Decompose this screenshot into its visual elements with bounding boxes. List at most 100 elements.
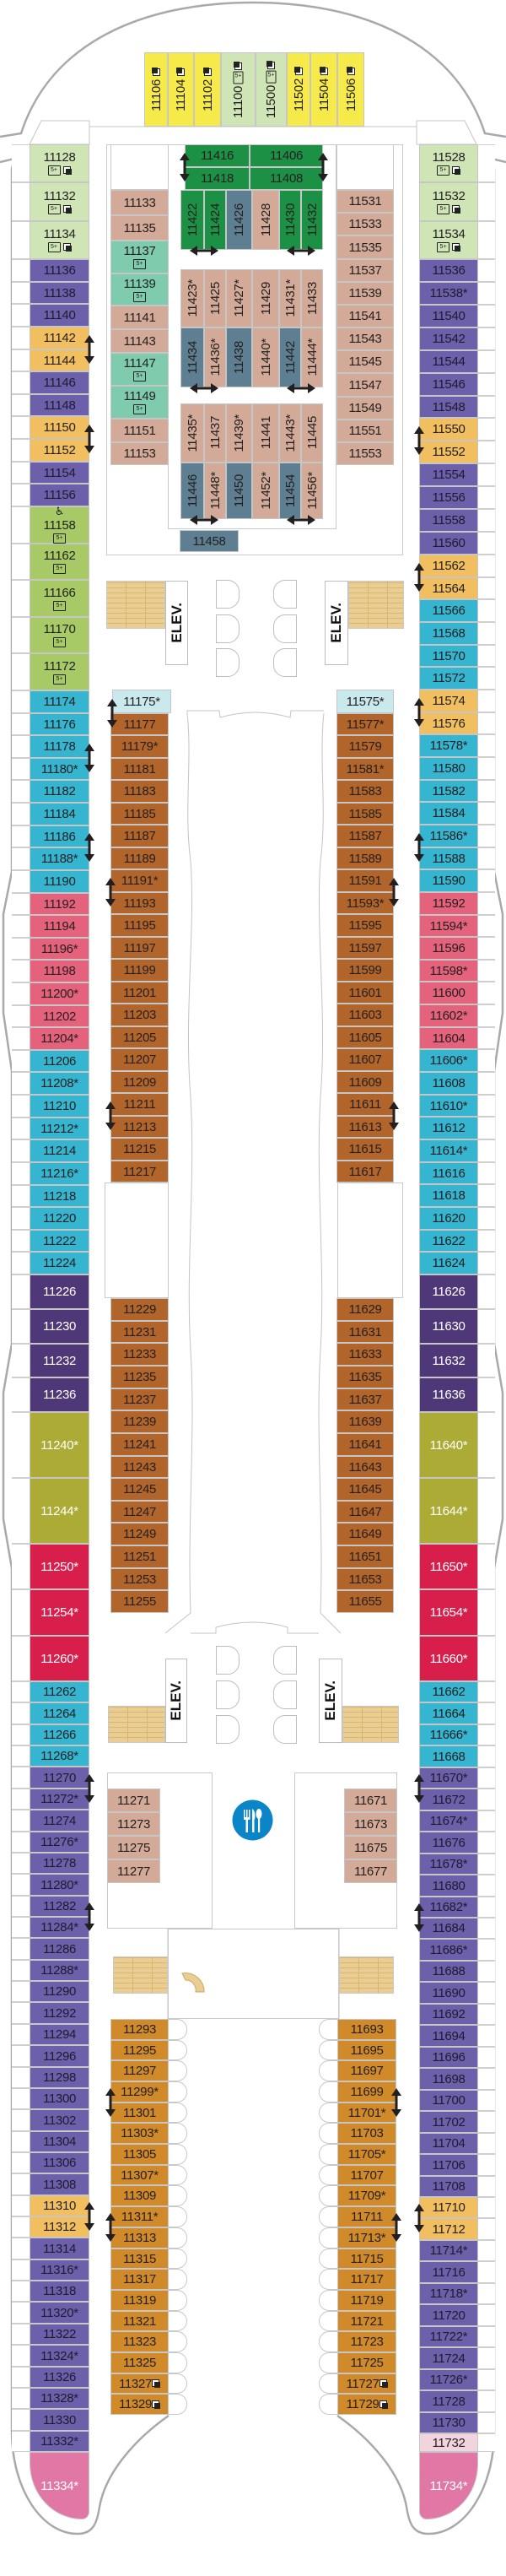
cabin-11614[interactable]: 11614* [419, 1139, 478, 1162]
cabin-11432[interactable]: 11432 [301, 190, 323, 250]
cabin-11250[interactable]: 11250* [30, 1544, 89, 1589]
cabin-11292[interactable]: 11292 [30, 2002, 89, 2024]
cabin-11644[interactable]: 11644* [419, 1478, 478, 1544]
cabin-11192[interactable]: 11192 [30, 893, 89, 915]
cabin-11298[interactable]: 11298 [30, 2067, 89, 2088]
cabin-11686[interactable]: 11686* [419, 1939, 478, 1961]
cabin-11304[interactable]: 11304 [30, 2131, 89, 2152]
cabin-11226[interactable]: 11226 [30, 1274, 89, 1309]
cabin-11670[interactable]: 11670* [419, 1767, 478, 1789]
cabin-11199[interactable]: 11199 [110, 959, 169, 982]
cabin-11611[interactable]: 11611 [336, 1093, 394, 1116]
cabin-11592[interactable]: 11592 [419, 892, 478, 915]
cabin-11528[interactable]: 11528 [419, 144, 478, 182]
cabin-11209[interactable]: 11209 [110, 1071, 169, 1093]
cabin-11660[interactable]: 11660* [419, 1636, 478, 1681]
cabin-11458[interactable]: 11458 [180, 530, 239, 552]
cabin-11605[interactable]: 11605 [336, 1026, 394, 1048]
cabin-11442[interactable]: 11442 [279, 327, 301, 387]
cabin-11598[interactable]: 11598* [419, 960, 478, 982]
cabin-11703[interactable]: 11703 [337, 2123, 396, 2144]
cabin-11448[interactable]: 11448* [204, 463, 226, 519]
cabin-11712[interactable]: 11712 [419, 2218, 478, 2240]
cabin-11196[interactable]: 11196* [30, 938, 89, 960]
cabin-11616[interactable]: 11616 [419, 1162, 478, 1184]
cabin-11701[interactable]: 11701* [337, 2102, 396, 2123]
cabin-11330[interactable]: 11330 [30, 2409, 89, 2431]
cabin-11601[interactable]: 11601 [336, 982, 394, 1004]
cabin-11635[interactable]: 11635 [336, 1366, 394, 1388]
cabin-11143[interactable]: 11143 [110, 329, 169, 353]
cabin-11688[interactable]: 11688 [419, 1961, 478, 1982]
cabin-11564[interactable]: 11564 [419, 577, 478, 599]
cabin-11699[interactable]: 11699 [337, 2081, 396, 2102]
cabin-11290[interactable]: 11290 [30, 1981, 89, 2002]
cabin-11440[interactable]: 11440* [252, 327, 279, 387]
cabin-11147[interactable]: 11147 [110, 353, 169, 386]
cabin-11220[interactable]: 11220 [30, 1207, 89, 1230]
cabin-11245[interactable]: 11245 [110, 1478, 169, 1501]
cabin-11197[interactable]: 11197 [110, 937, 169, 959]
cabin-11655[interactable]: 11655 [336, 1590, 394, 1613]
cabin-11224[interactable]: 11224 [30, 1252, 89, 1274]
cabin-11142[interactable]: 11142 [30, 327, 89, 349]
cabin-11439[interactable]: 11439* [226, 403, 252, 463]
cabin-11544[interactable]: 11544 [419, 350, 478, 373]
cabin-11424[interactable]: 11424 [204, 190, 226, 250]
cabin-11588[interactable]: 11588 [419, 847, 478, 869]
cabin-11313[interactable]: 11313 [110, 2227, 169, 2249]
cabin-11272[interactable]: 11272* [30, 1789, 89, 1810]
cabin-11713[interactable]: 11713* [337, 2227, 396, 2249]
cabin-11593[interactable]: 11593* [336, 892, 394, 914]
cabin-11690[interactable]: 11690 [419, 1982, 478, 2004]
cabin-11191[interactable]: 11191* [110, 869, 169, 892]
cabin-11594[interactable]: 11594* [419, 915, 478, 937]
cabin-11726[interactable]: 11726* [419, 2369, 478, 2390]
cabin-11235[interactable]: 11235 [110, 1366, 169, 1388]
cabin-11233[interactable]: 11233 [110, 1343, 169, 1366]
cabin-11315[interactable]: 11315 [110, 2249, 169, 2269]
cabin-11585[interactable]: 11585 [336, 803, 394, 825]
cabin-11210[interactable]: 11210 [30, 1095, 89, 1118]
cabin-11672[interactable]: 11672 [419, 1789, 478, 1810]
cabin-11549[interactable]: 11549 [336, 397, 394, 419]
cabin-11180[interactable]: 11180* [30, 758, 89, 780]
cabin-11673[interactable]: 11673 [344, 1812, 397, 1836]
cabin-11732[interactable]: 11732 [419, 2433, 478, 2452]
cabin-11104[interactable]: 11104 [168, 52, 194, 127]
cabin-11615[interactable]: 11615 [336, 1138, 394, 1161]
cabin-11550[interactable]: 11550 [419, 418, 478, 441]
cabin-11562[interactable]: 11562 [419, 555, 478, 577]
cabin-11717[interactable]: 11717 [337, 2269, 396, 2290]
cabin-11185[interactable]: 11185 [110, 803, 169, 825]
cabin-11435[interactable]: 11435* [180, 403, 204, 463]
cabin-11316[interactable]: 11316* [30, 2259, 89, 2281]
cabin-11176[interactable]: 11176 [30, 713, 89, 735]
cabin-11608[interactable]: 11608 [419, 1072, 478, 1095]
cabin-11697[interactable]: 11697 [337, 2060, 396, 2081]
cabin-11188[interactable]: 11188* [30, 847, 89, 870]
cabin-11212[interactable]: 11212* [30, 1118, 89, 1139]
cabin-11183[interactable]: 11183 [110, 780, 169, 803]
cabin-11204[interactable]: 11204* [30, 1027, 89, 1050]
cabin-11100[interactable]: 11100 [221, 52, 256, 127]
cabin-11692[interactable]: 11692 [419, 2004, 478, 2025]
cabin-11241[interactable]: 11241 [110, 1433, 169, 1456]
cabin-11727[interactable]: 11727 [337, 2373, 396, 2394]
cabin-11325[interactable]: 11325 [110, 2352, 169, 2373]
cabin-11560[interactable]: 11560 [419, 532, 478, 555]
cabin-11320[interactable]: 11320* [30, 2302, 89, 2324]
cabin-11133[interactable]: 11133 [110, 190, 169, 215]
cabin-11231[interactable]: 11231 [110, 1321, 169, 1343]
cabin-11189[interactable]: 11189 [110, 847, 169, 869]
cabin-11722[interactable]: 11722* [419, 2326, 478, 2347]
cabin-11720[interactable]: 11720 [419, 2304, 478, 2326]
cabin-11310[interactable]: 11310 [30, 2195, 89, 2216]
cabin-11273[interactable]: 11273 [107, 1812, 160, 1836]
cabin-11211[interactable]: 11211 [110, 1093, 169, 1116]
cabin-11636[interactable]: 11636 [419, 1377, 478, 1412]
cabin-11541[interactable]: 11541 [336, 305, 394, 327]
cabin-11217[interactable]: 11217 [110, 1161, 169, 1182]
cabin-11595[interactable]: 11595 [336, 914, 394, 937]
cabin-11418[interactable]: 11418 [185, 167, 250, 190]
